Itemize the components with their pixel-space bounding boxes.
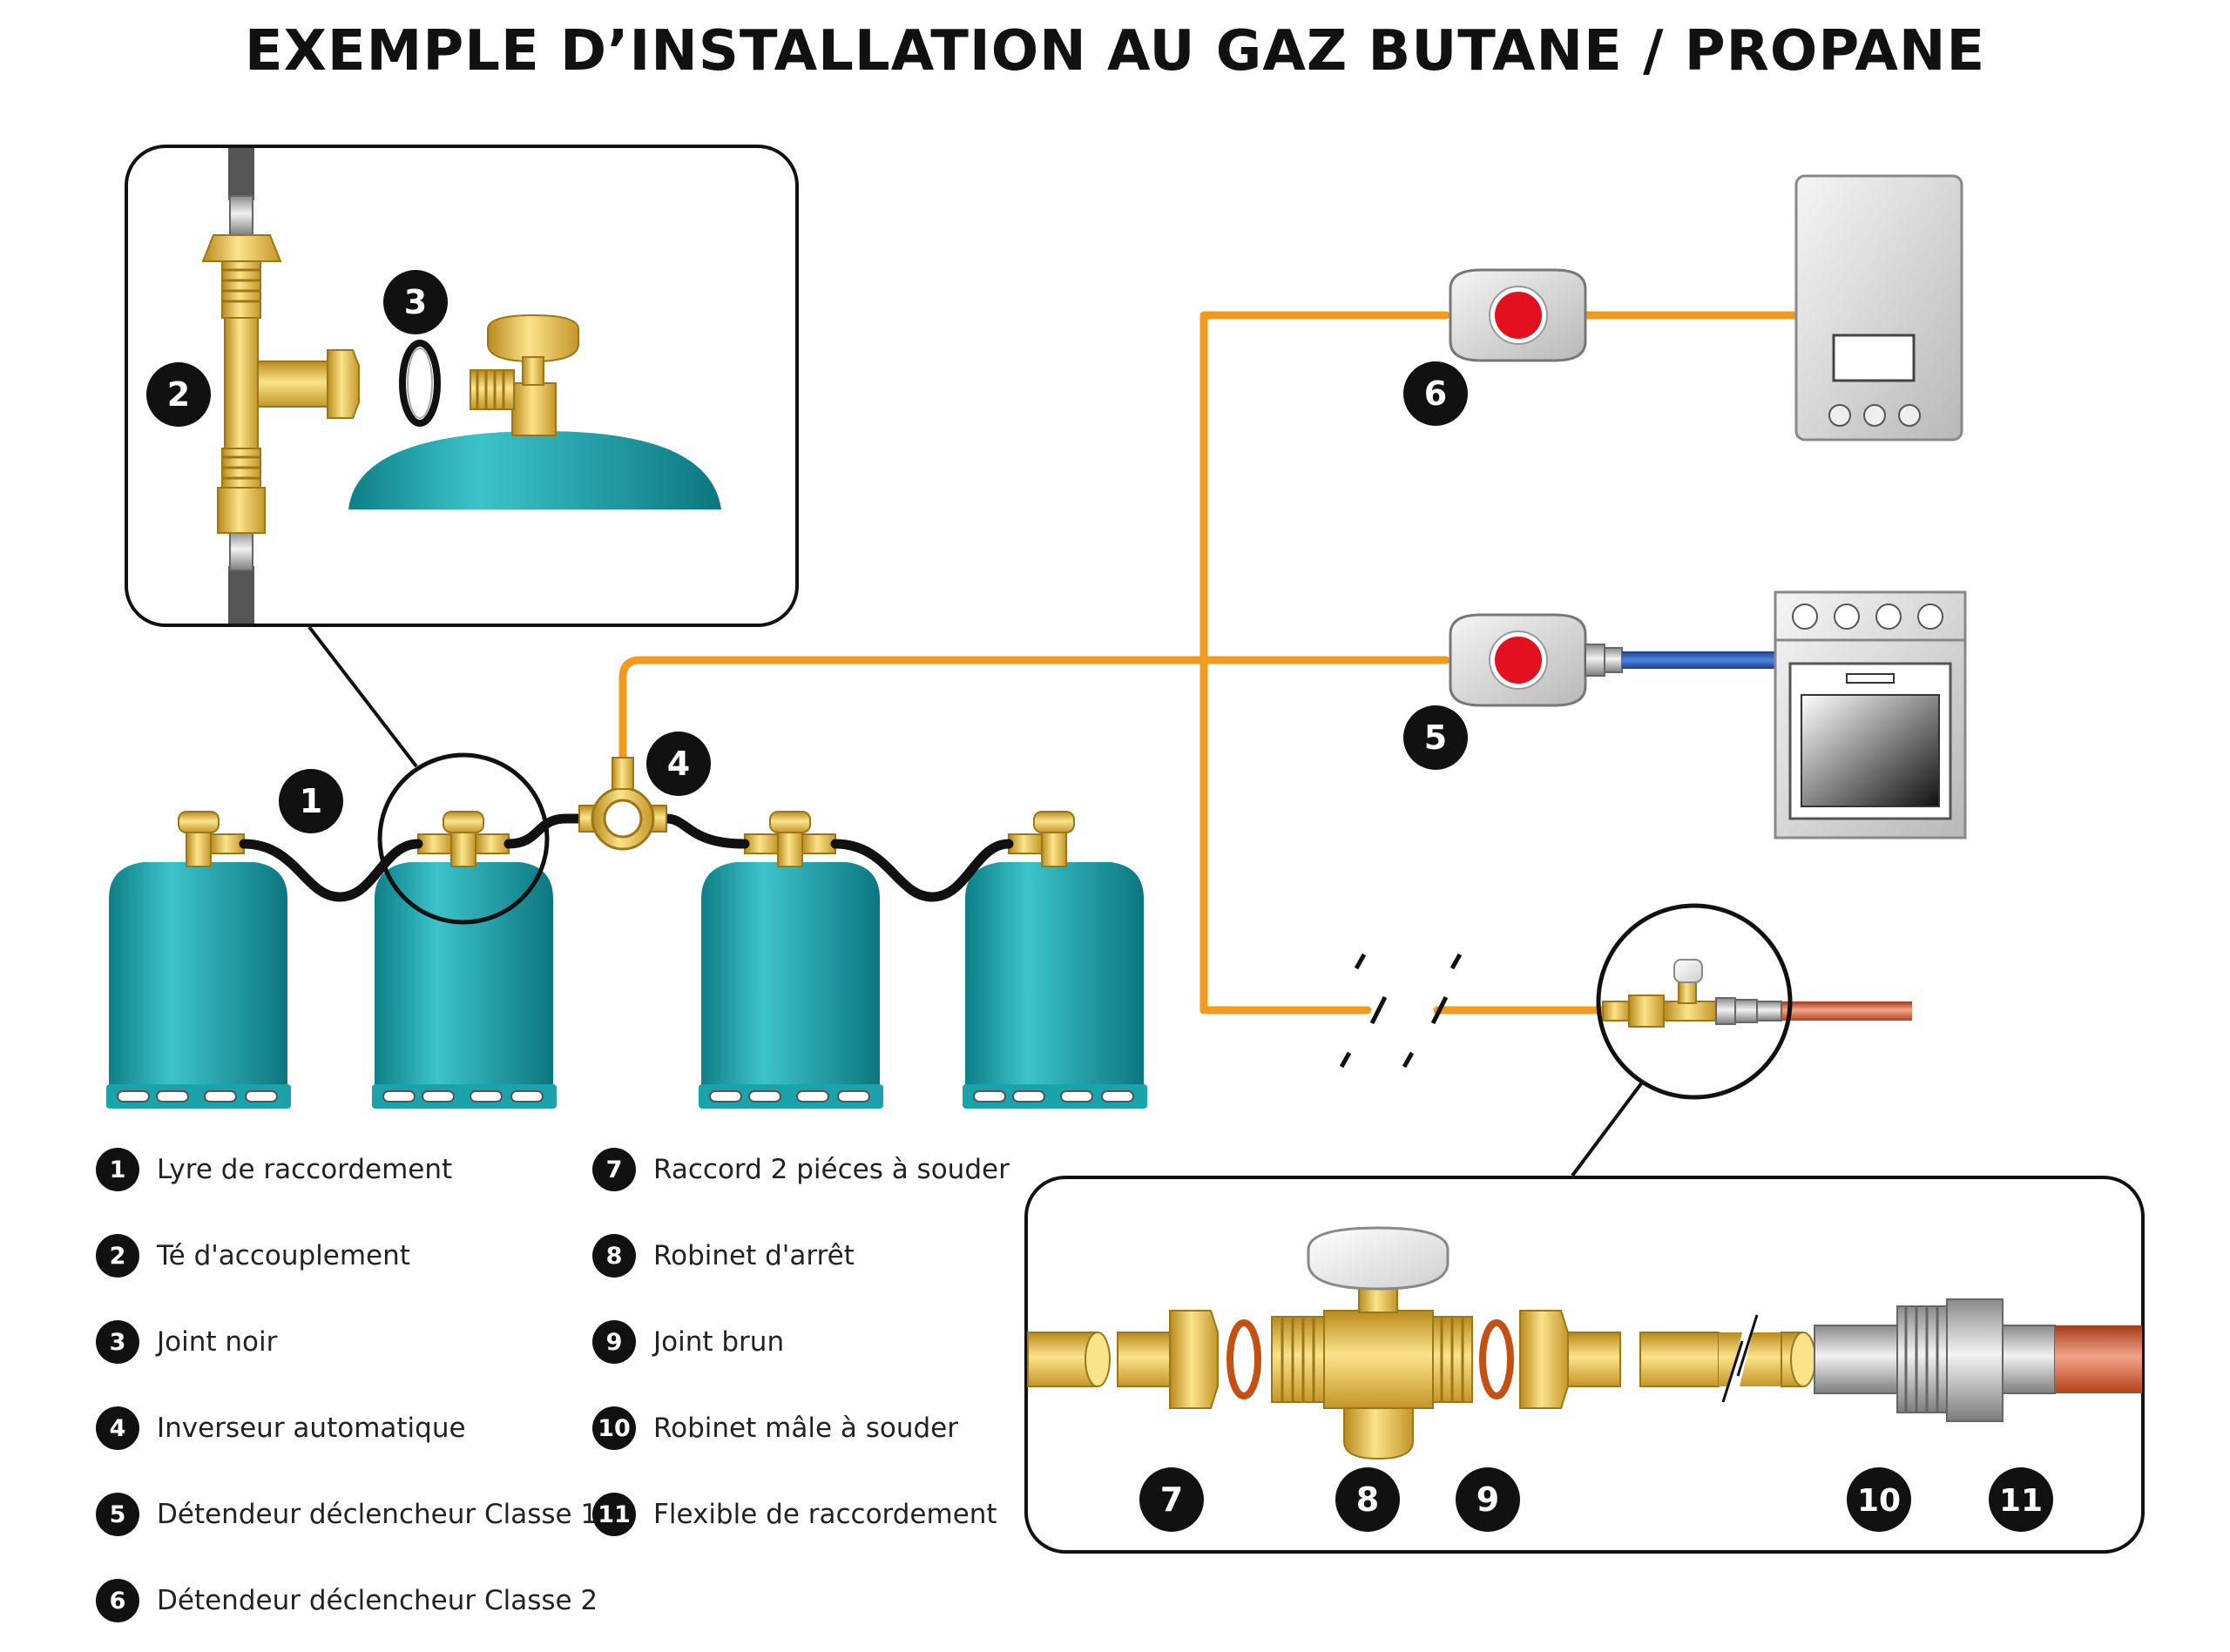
legend-item-10: 10 Robinet mâle à souder (592, 1404, 958, 1453)
svg-text:10: 10 (1857, 1483, 1901, 1519)
legend-item-5: 5 Détendeur déclencheur Classe 1 (96, 1490, 598, 1539)
callout-2: 2 (146, 362, 211, 427)
oven-icon (1774, 590, 1967, 839)
legend-badge: 1 (96, 1148, 139, 1191)
water-heater-icon (1794, 174, 1963, 442)
legend-item-8: 8 Robinet d'arrêt (592, 1231, 855, 1280)
connection-lyres (239, 813, 1014, 902)
gas-bottle-icon (372, 811, 557, 1109)
regulator-class1-icon (1449, 613, 1623, 707)
legend-label: Joint brun (653, 1326, 785, 1358)
automatic-changeover-icon (578, 757, 667, 851)
regulator-class2-icon (1449, 268, 1587, 362)
legend-badge: 9 (592, 1320, 636, 1364)
coupling-zoom-circle (377, 752, 550, 925)
pipe-break-marks (1339, 953, 1463, 1069)
callout-3: 3 (383, 270, 448, 334)
zoom-leader-top (307, 625, 418, 768)
callout-4: 4 (646, 732, 711, 796)
legend-item-7: 7 Raccord 2 piéces à souder (592, 1145, 1010, 1194)
svg-text:4: 4 (667, 745, 690, 783)
legend-badge: 2 (96, 1234, 139, 1278)
external-valve-zoom-circle (1596, 903, 1793, 1100)
legend-label: Joint noir (157, 1326, 278, 1358)
callout-10: 10 (1847, 1467, 1911, 1532)
callout-5: 5 (1403, 705, 1468, 770)
gas-bottle-icon (699, 811, 883, 1109)
legend-label: Té d'accouplement (157, 1240, 410, 1271)
legend-badge: 4 (96, 1406, 139, 1450)
callout-7: 7 (1139, 1467, 1204, 1532)
legend-item-9: 9 Joint brun (592, 1318, 784, 1366)
callout-8: 8 (1335, 1467, 1400, 1532)
legend-label: Détendeur déclencheur Classe 1 (157, 1499, 598, 1530)
blue-flexible-hose (1622, 651, 1781, 669)
legend-label: Robinet d'arrêt (653, 1240, 855, 1271)
svg-text:7: 7 (1160, 1480, 1183, 1519)
legend-label: Raccord 2 piéces à souder (653, 1154, 1010, 1185)
callout-11: 11 (1989, 1467, 2053, 1532)
legend-item-6: 6 Détendeur déclencheur Classe 2 (96, 1576, 598, 1625)
legend-item-3: 3 Joint noir (96, 1318, 277, 1366)
legend-label: Robinet mâle à souder (653, 1413, 958, 1444)
svg-text:8: 8 (1356, 1480, 1379, 1519)
svg-text:6: 6 (1424, 374, 1447, 413)
legend-badge: 8 (592, 1234, 636, 1278)
main-pipe (618, 656, 1450, 762)
bottles-group (106, 811, 1147, 1109)
legend-badge: 6 (96, 1579, 139, 1622)
callout-1: 1 (279, 769, 343, 833)
inset-valve-detail (1024, 1176, 2145, 1554)
legend-label: Flexible de raccordement (653, 1499, 997, 1530)
diagram-title: EXEMPLE D’INSTALLATION AU GAZ BUTANE / P… (244, 19, 1986, 84)
gas-bottle-icon (963, 811, 1147, 1109)
external-valve-icon (1602, 959, 1912, 1028)
legend-badge: 5 (96, 1493, 139, 1536)
svg-text:2: 2 (167, 375, 190, 414)
legend-item-2: 2 Té d'accouplement (96, 1231, 410, 1280)
callout-6: 6 (1403, 361, 1468, 426)
legend-item-11: 11 Flexible de raccordement (592, 1490, 997, 1539)
svg-text:5: 5 (1424, 718, 1447, 757)
riser-pipe (1199, 311, 1450, 1015)
legend-label: Détendeur déclencheur Classe 2 (157, 1585, 598, 1616)
svg-text:11: 11 (1999, 1483, 2043, 1519)
gas-bottle-icon (106, 811, 291, 1109)
callout-9: 9 (1456, 1467, 1520, 1532)
legend-badge: 7 (592, 1148, 636, 1191)
legend-label: Inverseur automatique (157, 1413, 466, 1444)
legend-item-1: 1 Lyre de raccordement (96, 1145, 452, 1194)
legend-badge: 10 (592, 1406, 636, 1450)
svg-text:3: 3 (404, 283, 427, 321)
inset-coupling-detail (125, 145, 799, 627)
legend-badge: 11 (592, 1493, 636, 1536)
svg-text:9: 9 (1477, 1480, 1499, 1519)
legend-item-4: 4 Inverseur automatique (96, 1404, 466, 1453)
zoom-leader-bottom (1571, 1081, 1644, 1177)
gas-pipe-network (618, 311, 1799, 1015)
legend-badge: 3 (96, 1320, 139, 1364)
legend-label: Lyre de raccordement (157, 1154, 453, 1185)
svg-text:1: 1 (300, 782, 322, 820)
